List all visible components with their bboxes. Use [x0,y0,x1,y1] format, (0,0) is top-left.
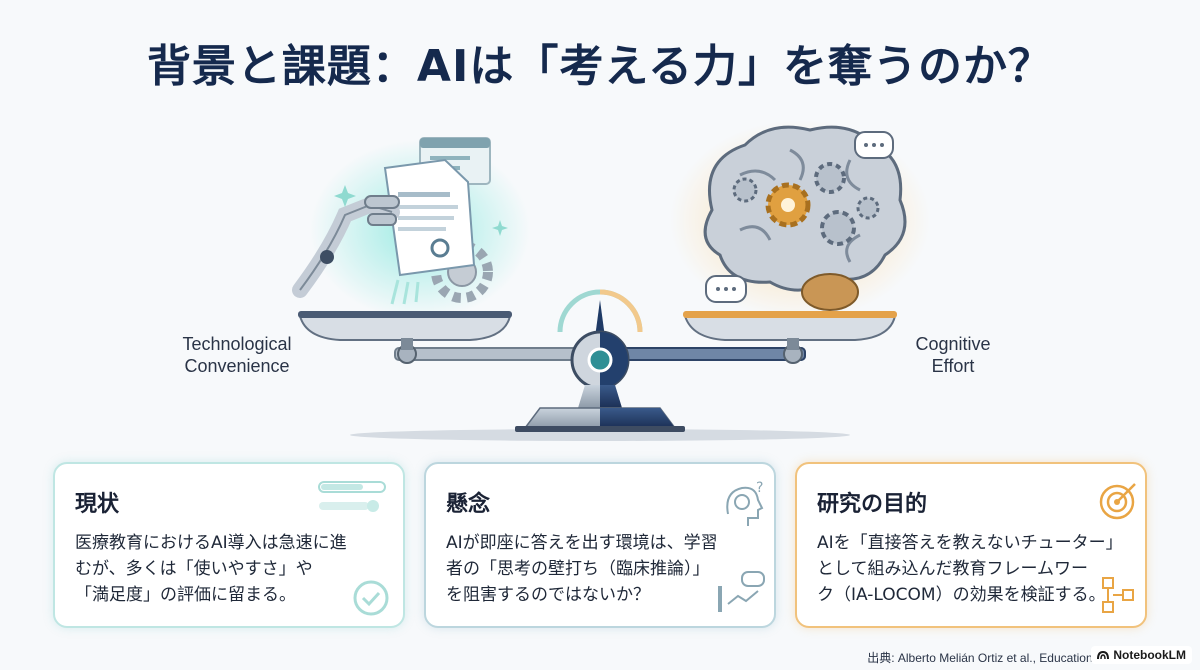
brain-gears-icon [670,120,930,320]
speech-bubble-icon [705,275,747,303]
card-concern: 懸念 ? AIが即座に答えを出す環境は、学習 者の「思考の壁打ち（臨床推論）」 … [424,462,776,628]
card-body: 医療教育におけるAI導入は急速に進 むが、多くは「使いやすさ」や 「満足度」の評… [75,533,347,605]
card-body: AIを「直接答えを教えないチューター」 として組み込んだ教育フレームワー ク（I… [817,533,1123,605]
check-progress-icon [318,481,389,616]
target-icon [1099,483,1136,613]
notebooklm-logo-icon [1097,650,1110,660]
balance-scale-illustration [292,120,930,441]
card-title: 懸念 [446,492,491,517]
svg-text:?: ? [756,480,763,496]
card-research-objective: 研究の目的 AIを「直接答えを教えないチューター」 として組み込んだ教育フレーム… [795,462,1147,628]
cognitive-effort-label: Cognitive Effort [915,334,991,376]
notebooklm-badge: NotebookLM [1091,646,1192,664]
technological-convenience-label: Technological Convenience [182,334,292,376]
ai-document-icon [292,137,530,320]
balance-scale [298,289,897,432]
source-citation: 出典: Alberto Melián Ortiz et al., Educati… [867,651,1104,665]
card-body: AIが即座に答えを出す環境は、学習 者の「思考の壁打ち（臨床推論）」 を阻害する… [446,533,718,605]
card-title: 現状 [75,492,120,517]
page-title: 背景と課題：AIは「考える力」を奪うのか？ [146,41,1054,92]
card-current-status: 現状 医療教育におけるAI導入は急速に進 むが、多くは「使いやすさ」や 「満足度… [53,462,405,628]
head-question-icon: ? [718,480,765,612]
badge-label: NotebookLM [1113,648,1186,662]
card-title: 研究の目的 [817,492,928,517]
speech-bubble-icon [854,131,894,159]
